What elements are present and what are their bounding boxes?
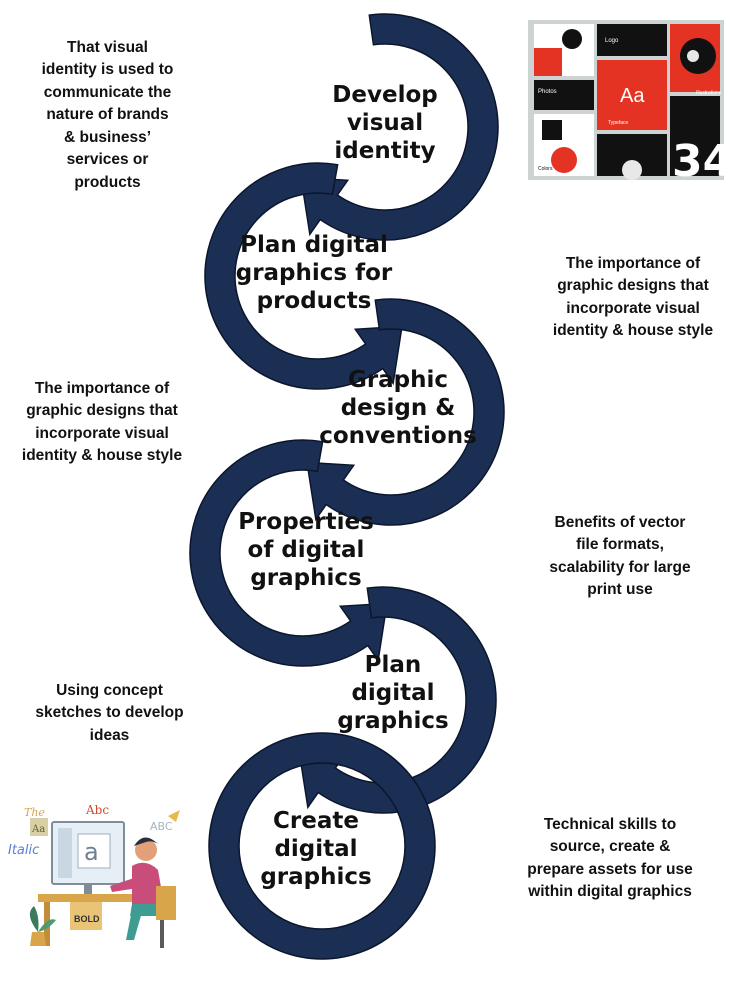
- step-arrow-2: [204, 162, 403, 390]
- step-arrow-5: [298, 586, 497, 814]
- note-vector-benefits: Benefits of vector file formats, scalabi…: [549, 514, 691, 599]
- spiral-arrows: [189, 13, 505, 960]
- step-arrow-3: [306, 298, 505, 526]
- bold-word: BOLD: [74, 914, 100, 924]
- note-concept-sketches: Using concept sketches to develop ideas: [35, 682, 184, 744]
- illustrations-caption: Illustrations: [696, 90, 722, 96]
- note-importance-right: The importance of graphic designs that i…: [552, 255, 714, 340]
- step-arrow-4: [189, 439, 388, 667]
- step-arrow-1: [300, 13, 499, 241]
- brand-identity-board-image: Logo Illustrations Photos Aa Typeface Co…: [528, 20, 724, 180]
- screen-glyph: a: [84, 838, 99, 866]
- photos-caption: Photos: [538, 89, 557, 95]
- step-arrow-6: [208, 732, 436, 960]
- italic-word: Italic: [8, 843, 39, 858]
- note-importance-left: The importance of graphic designs that i…: [21, 380, 183, 465]
- abc-mono-word: ABC: [150, 820, 173, 833]
- abc-word: Abc: [85, 803, 109, 817]
- typeface-caption: Typeface: [608, 120, 629, 126]
- designer-illustration: The Aa Abc ABC Italic a BOLD: [8, 803, 180, 948]
- colors-caption: Colors: [538, 166, 553, 172]
- aa-glyph: Aa: [620, 85, 645, 107]
- note-visual-identity: That visual identity is used to communic…: [41, 39, 174, 191]
- note-technical-skills: Technical skills to source, create & pre…: [527, 816, 693, 901]
- big-digits: 34: [672, 136, 724, 180]
- aa-small: Aa: [31, 824, 45, 835]
- logo-caption: Logo: [605, 38, 619, 44]
- the-word: The: [24, 806, 45, 819]
